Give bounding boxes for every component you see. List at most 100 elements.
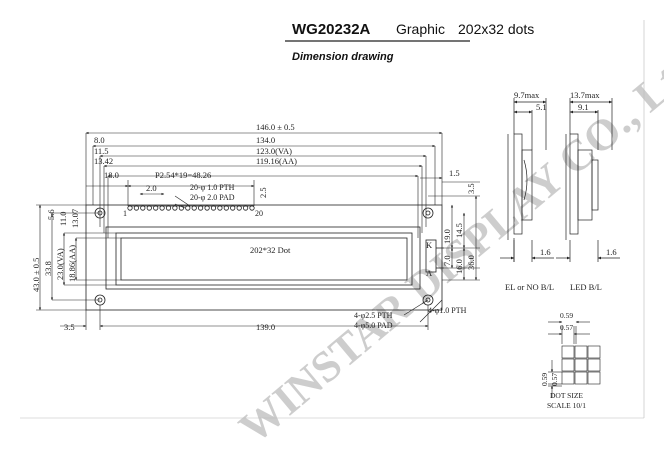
dim-pin-pitch: P2.54*19=48.26 xyxy=(155,170,211,180)
side-view-el xyxy=(500,98,554,262)
mount-hole-icon xyxy=(425,297,431,303)
led-k-label: K xyxy=(426,240,433,250)
dims-right-labels: 1.5 3.5 2.5 19.0 14.5 7.0 16.0 36.0 K A xyxy=(258,168,476,278)
pin-pad-label: 20-φ 2.0 PAD xyxy=(190,193,235,202)
pin-pad-icon xyxy=(236,205,242,211)
dim-2-5: 2.5 xyxy=(258,187,268,198)
pin-pad-icon xyxy=(210,205,217,211)
dim-3-5-bottom: 3.5 xyxy=(64,322,75,332)
pin-pad-icon xyxy=(204,205,210,211)
el-offset-dim: 1.6 xyxy=(540,247,551,257)
pin-pad-icon xyxy=(217,205,223,211)
type-label: Graphic xyxy=(396,21,445,37)
dim-139: 139.0 xyxy=(256,322,275,332)
led-offset-dim: 1.6 xyxy=(606,247,617,257)
pin-pad-icon xyxy=(249,205,255,211)
pin-pad-icon xyxy=(185,205,191,211)
dot-left-dim-2: 0.57 xyxy=(550,373,559,386)
pin-pad-icon xyxy=(243,205,249,211)
dim-aa-height: 18.86(AA) xyxy=(67,245,77,282)
led-max-dim: 13.7max xyxy=(570,90,600,100)
pin-pad-icon xyxy=(146,205,152,211)
dot-size-caption: DOT SIZE xyxy=(550,391,583,400)
dot-cell xyxy=(574,345,588,359)
dim-11-5: 11.5 xyxy=(94,146,109,156)
dot-scale-caption: SCALE 10/1 xyxy=(547,401,586,410)
dim-1-5: 1.5 xyxy=(449,168,460,178)
dim-va-width: 123.0(VA) xyxy=(256,146,292,156)
side-view-led xyxy=(556,98,620,262)
viewing-area xyxy=(115,232,413,286)
pin-last-label: 20 xyxy=(255,209,263,218)
dims-left-labels: 43.0 ± 0.5 33.8 23.0(VA) 18.86(AA) 5.6 1… xyxy=(31,209,80,292)
dim-3-5: 3.5 xyxy=(466,183,476,194)
led-tab xyxy=(425,239,437,273)
dot-cell xyxy=(561,371,575,385)
side-view-led-labels: 13.7max 9.1 1.6 LED B/L xyxy=(570,90,617,292)
pin-first-label: 1 xyxy=(123,209,127,218)
dot-cell xyxy=(587,371,601,385)
el-max-dim: 9.7max xyxy=(514,90,540,100)
dim-33-8: 33.8 xyxy=(43,261,53,276)
dims-top xyxy=(85,131,443,238)
el-caption: EL or NO B/L xyxy=(505,282,554,292)
dot-top-dim-1: 0.59 xyxy=(560,311,573,320)
pcb-outline xyxy=(85,204,443,311)
dot-grid xyxy=(561,345,601,385)
dim-36: 36.0 xyxy=(466,255,476,270)
dim-7: 7.0 xyxy=(442,255,452,266)
led-inner-dim: 9.1 xyxy=(578,102,589,112)
pin-row xyxy=(127,205,255,211)
subtitle: Dimension drawing xyxy=(292,51,394,63)
dims-bottom-labels: 3.5 139.0 4-φ2.5 PTH 4-φ5.0 PAD 4-φ1.0 P… xyxy=(64,306,467,332)
dim-18: 18.0 xyxy=(104,170,119,180)
pin-pad-icon xyxy=(223,205,229,211)
model-title: WG20232A xyxy=(292,21,371,38)
holes-pth-label: 4-φ2.5 PTH xyxy=(354,311,393,320)
led-a-label: A xyxy=(426,268,433,278)
dim-11: 11.0 xyxy=(58,211,68,226)
led-caption: LED B/L xyxy=(570,282,602,292)
dims-bottom xyxy=(60,299,443,330)
el-inner-dim: 5.1 xyxy=(536,102,547,112)
pin-pad-icon xyxy=(153,205,159,211)
pin-pad-icon xyxy=(198,205,204,211)
dot-top-dim-2: 0.57 xyxy=(560,323,573,332)
front-view xyxy=(85,204,444,311)
pin-pad-icon xyxy=(140,205,146,211)
dot-matrix-label: 202*32 Dot xyxy=(250,245,291,255)
dim-aa-width: 119.16(AA) xyxy=(256,156,297,166)
pin-pad-icon xyxy=(172,205,178,211)
dot-size-labels: 0.59 0.57 0.59 0.57 DOT SIZE SCALE 10/1 xyxy=(540,311,586,410)
dot-cell xyxy=(561,358,575,372)
dim-va-height: 23.0(VA) xyxy=(55,248,65,280)
mount-hole-icon xyxy=(422,207,434,219)
pin-pad-icon xyxy=(127,205,133,211)
dims-left xyxy=(36,204,121,311)
dim-5-6: 5.6 xyxy=(46,209,56,220)
dot-cell xyxy=(587,345,601,359)
dot-size-detail xyxy=(548,320,601,398)
dim-overall-height: 43.0 ± 0.5 xyxy=(31,258,41,292)
header: WG20232A Graphic 202x32 dots Dimension d… xyxy=(285,21,534,63)
led-glass xyxy=(591,159,599,211)
dims-top-labels: 146.0 ± 0.5 8.0 134.0 11.5 123.0(VA) 13.… xyxy=(94,122,297,218)
dims-right xyxy=(420,176,480,281)
mount-hole-icon xyxy=(425,210,431,216)
pin-pad-icon xyxy=(178,205,184,211)
pin-pad-icon xyxy=(191,205,197,211)
dim-16: 16.0 xyxy=(454,259,464,274)
pin-pad-icon xyxy=(133,205,139,211)
dim-14-5: 14.5 xyxy=(454,223,464,238)
dim-overall-width: 146.0 ± 0.5 xyxy=(256,122,295,132)
el-glass xyxy=(521,149,533,221)
dim-2: 2.0 xyxy=(146,183,157,193)
holes-right-label: 4-φ1.0 PTH xyxy=(428,306,467,315)
holes-pad-label: 4-φ5.0 PAD xyxy=(354,321,393,330)
pin-pad-icon xyxy=(159,205,165,211)
dim-13-07: 13.07 xyxy=(70,209,80,228)
dot-cell xyxy=(574,371,588,385)
side-view-el-labels: 9.7max 5.1 1.6 EL or NO B/L xyxy=(505,90,554,292)
dot-cell xyxy=(587,358,601,372)
pin-pth-label: 20-φ 1.0 PTH xyxy=(190,183,235,192)
